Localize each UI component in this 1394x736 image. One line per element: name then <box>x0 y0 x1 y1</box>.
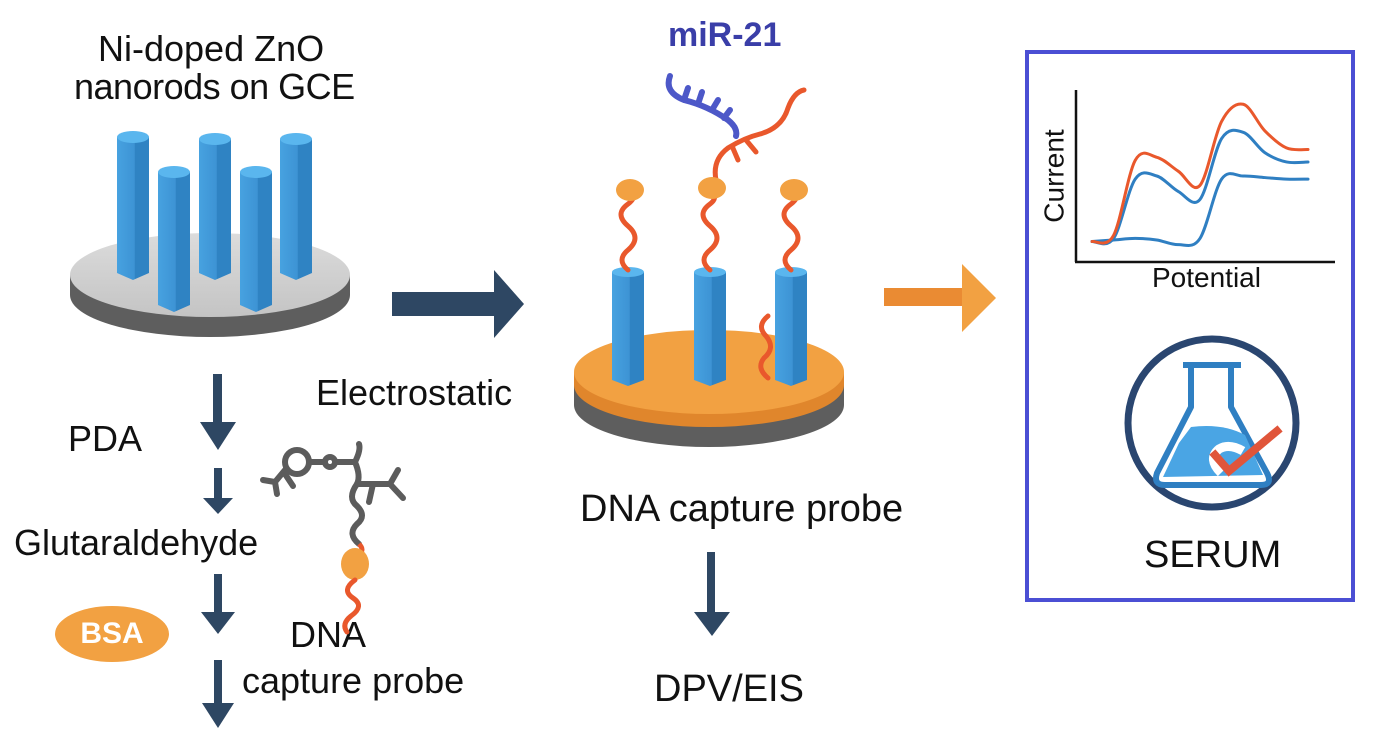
arrow-right-icon <box>392 270 524 338</box>
probe-strand <box>700 189 720 273</box>
step-pda-label: PDA <box>68 418 143 459</box>
arrow-down-icon <box>202 660 234 728</box>
arrow-down-icon <box>201 574 235 634</box>
free-strand <box>758 313 773 381</box>
electrostatic-label: Electrostatic <box>316 372 513 413</box>
step-glutaraldehyde-label: Glutaraldehyde <box>14 522 259 563</box>
bsa-label: BSA <box>80 617 144 650</box>
probe-bead <box>341 548 369 580</box>
modified-electrode-with-probes <box>574 73 844 447</box>
mir21-strand <box>665 73 740 139</box>
x-axis-label: Potential <box>1152 262 1261 293</box>
mir21-label: miR-21 <box>668 16 782 54</box>
step1-title-line1: Ni-doped ZnO <box>98 28 325 69</box>
arrow-down-icon <box>200 374 236 450</box>
dna-label: DNA <box>290 614 367 655</box>
arrow-right-icon <box>884 264 996 332</box>
y-axis-label: Current <box>1038 129 1070 223</box>
method-label: DPV/EIS <box>654 668 804 710</box>
serum-flask-check-icon <box>1124 335 1300 511</box>
step1-title-line2: nanorods on GCE <box>74 66 355 107</box>
middle-caption: DNA capture probe <box>580 488 904 530</box>
dna-probe-molecule-icon <box>260 441 406 635</box>
hybridized-probe-strand <box>712 87 807 183</box>
series-line-blue-mid <box>1090 128 1310 246</box>
arrow-down-icon <box>694 552 730 636</box>
probe-strand <box>781 191 801 273</box>
nanorod <box>117 131 312 312</box>
probe-strand <box>618 191 638 273</box>
probe-bead <box>780 179 808 201</box>
capture-probe-label: capture probe <box>242 660 465 701</box>
gce-electrode-with-nanorods <box>70 131 350 337</box>
nanorod <box>612 267 807 386</box>
probe-bead <box>698 177 726 199</box>
probe-strand <box>342 577 361 635</box>
series-line-blue-low <box>1090 172 1310 248</box>
result-panel <box>1025 50 1355 602</box>
bsa-badge: BSA <box>55 606 169 662</box>
check-icon <box>1209 425 1283 477</box>
probe-bead <box>616 179 644 201</box>
dpv-chart <box>1074 90 1335 264</box>
serum-label: SERUM <box>1144 534 1282 576</box>
arrow-down-icon <box>203 468 233 514</box>
series-line-orange <box>1090 102 1310 245</box>
